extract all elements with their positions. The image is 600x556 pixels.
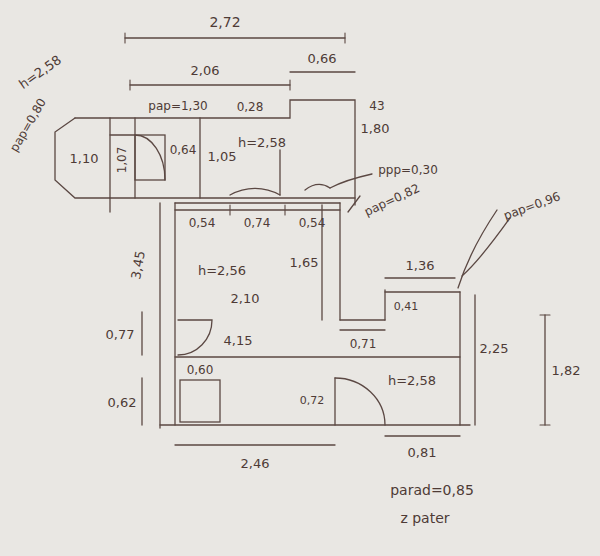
- dimension-label: 4,15: [224, 334, 253, 347]
- dimension-label: 0,77: [106, 328, 135, 341]
- dimension-label: 2,10: [231, 292, 260, 305]
- dimension-label: 1,80: [361, 122, 390, 135]
- dimension-label: 0,62: [108, 396, 137, 409]
- dimension-label: 1,10: [70, 152, 99, 165]
- dimension-label: h=2,58: [388, 374, 436, 387]
- dimension-label: 1,36: [406, 259, 435, 272]
- dimension-label: 1,65: [290, 256, 319, 269]
- dimension-label: 2,46: [241, 457, 270, 470]
- dimension-label: 0,28: [237, 101, 264, 113]
- dimension-label: h=2,58: [17, 53, 64, 91]
- dimension-label: 2,72: [209, 15, 240, 29]
- dimension-label: 2,06: [191, 64, 220, 77]
- dimension-label: 0,71: [350, 338, 377, 350]
- dimension-label: 0,81: [408, 446, 437, 459]
- dimension-label: pap=0,80: [8, 96, 48, 153]
- dimension-label: 2,25: [480, 342, 509, 355]
- dimension-label: 0,74: [244, 217, 271, 229]
- dimension-label: 1,05: [208, 150, 237, 163]
- dimension-label: 0,60: [187, 364, 214, 376]
- dimension-label: 0,54: [299, 217, 326, 229]
- dimension-label: 1,82: [552, 364, 581, 377]
- dimension-label: h=2,56: [198, 264, 246, 277]
- dimension-label: 0,41: [394, 301, 419, 312]
- dimension-label: 0,64: [170, 144, 197, 156]
- dimension-label: pap=0,96: [502, 190, 562, 222]
- dimension-label: ppp=0,30: [378, 164, 438, 176]
- dimension-label: 0,54: [189, 217, 216, 229]
- dimension-label: z pater: [400, 511, 449, 525]
- dimension-label: pap=1,30: [148, 100, 207, 112]
- dimension-label: 1,07: [116, 147, 128, 174]
- dimension-label: 0,66: [308, 52, 337, 65]
- dimension-label: parad=0,85: [390, 483, 474, 497]
- dimension-label: pap=0,82: [363, 182, 422, 218]
- dimension-label: 3,45: [129, 250, 147, 281]
- dimension-label: 43: [369, 100, 384, 112]
- dimension-label: 0,72: [300, 395, 325, 406]
- dimension-label: h=2,58: [238, 136, 286, 149]
